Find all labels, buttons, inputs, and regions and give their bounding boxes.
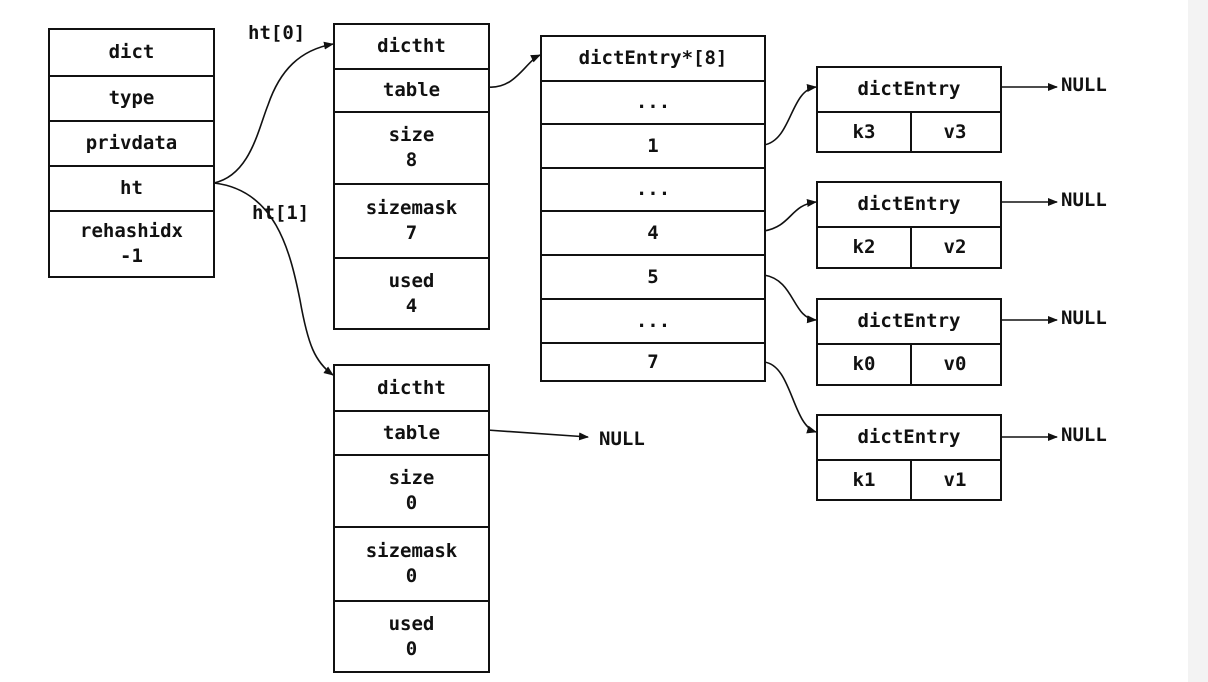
- table-slot: 1: [542, 123, 764, 167]
- dict-entry-title: dictEntry: [857, 426, 961, 448]
- ht0-label: ht[0]: [248, 22, 306, 44]
- ht1-table-field: table: [335, 410, 488, 454]
- dict-entry-next-null: NULL: [1061, 424, 1107, 446]
- table-slot: 5: [542, 254, 764, 298]
- dict-entry-kv: k0 v0: [818, 343, 1000, 384]
- table-slot: ...: [542, 167, 764, 210]
- dict-entry: dictEntry k1 v1: [816, 414, 1002, 501]
- dict-entry-next-null: NULL: [1061, 74, 1107, 96]
- dict-ht-field: ht: [50, 165, 213, 210]
- dict-entry: dictEntry k2 v2: [816, 181, 1002, 269]
- table-array: dictEntry*[8] ... 1 ... 4 5 ... 7: [540, 35, 766, 382]
- arrow-slot7: [763, 361, 817, 434]
- arrow-slot1: [763, 84, 817, 146]
- arrow-ht0: [213, 41, 334, 184]
- table-array-title: dictEntry*[8]: [578, 47, 728, 69]
- arrow-ht0-table: [486, 54, 541, 88]
- dict-privdata-field: privdata: [50, 120, 213, 165]
- dict-entry-key: k2: [818, 228, 912, 267]
- dict-struct: dict type privdata ht rehashidx -1: [48, 28, 215, 278]
- dict-type-field: type: [50, 75, 213, 120]
- ht0-table-field: table: [335, 68, 488, 111]
- dict-entry-value: v3: [943, 120, 967, 143]
- dict-entry-kv: k2 v2: [818, 226, 1000, 267]
- arrow-slot5: [763, 274, 817, 324]
- ht0-title: dictht: [377, 35, 446, 57]
- dict-title: dict: [108, 41, 155, 63]
- table-slot: 4: [542, 210, 764, 254]
- dict-entry-value: v2: [943, 236, 967, 258]
- dict-rehashidx-field: rehashidx -1: [50, 210, 213, 276]
- ht1-title: dictht: [377, 376, 446, 399]
- ht1-table-null: NULL: [599, 428, 645, 450]
- dict-entry-title: dictEntry: [857, 310, 961, 332]
- right-edge-strip: [1188, 0, 1208, 682]
- table-slot: 7: [542, 342, 764, 380]
- dict-entry: dictEntry k3 v3: [816, 66, 1002, 153]
- dict-entry-next-null: NULL: [1061, 307, 1107, 329]
- dict-entry-value: v1: [943, 468, 967, 491]
- dict-entry-key: k3: [818, 113, 912, 151]
- dict-entry-title: dictEntry: [857, 78, 961, 100]
- dict-entry-kv: k3 v3: [818, 111, 1000, 151]
- dict-entry-title: dictEntry: [857, 193, 961, 215]
- dict-entry-key: k1: [818, 461, 912, 499]
- table-slot: ...: [542, 80, 764, 123]
- ht1-label: ht[1]: [252, 202, 310, 224]
- dict-entry: dictEntry k0 v0: [816, 298, 1002, 386]
- arrow-slot4: [763, 199, 817, 232]
- dict-entry-kv: k1 v1: [818, 459, 1000, 499]
- arrow-ht1: [213, 182, 334, 376]
- rehashidx-value: -1: [120, 245, 143, 267]
- table-slot: ...: [542, 298, 764, 342]
- dict-entry-key: k0: [818, 345, 912, 384]
- dict-entry-value: v0: [943, 353, 967, 375]
- dict-entry-next-null: NULL: [1061, 189, 1107, 211]
- arrow-ht1-table: [486, 429, 589, 441]
